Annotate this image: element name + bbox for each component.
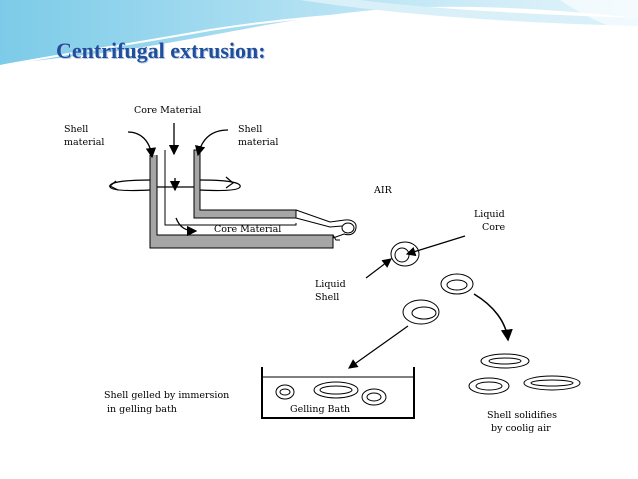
extrusion-nozzle xyxy=(149,149,357,249)
solidified-capsules xyxy=(468,353,581,395)
label-liquid-shell-1: Liquid xyxy=(315,279,346,290)
label-shell-material-left-1: Shell xyxy=(64,124,89,135)
label-air: AIR xyxy=(374,185,392,196)
slide-title: Centrifugal extrusion: xyxy=(56,38,266,63)
label-shell-gelled-1: Shell gelled by immersion xyxy=(104,390,230,401)
label-gelling-bath: Gelling Bath xyxy=(290,404,351,415)
label-liquid-shell-2: Shell xyxy=(315,292,340,303)
label-shell-gelled-2: in gelling bath xyxy=(107,404,177,415)
label-shell-solidifies-1: Shell solidifies xyxy=(487,410,557,421)
label-shell-material-right-2: material xyxy=(238,137,279,148)
label-core-material-tube: Core Material xyxy=(214,224,282,235)
to-bath-arrow xyxy=(348,325,409,369)
label-shell-material-left-2: material xyxy=(64,137,105,148)
label-liquid-core-2: Core xyxy=(482,222,506,233)
diagram-panel xyxy=(44,89,605,441)
liquid-droplet xyxy=(390,241,420,267)
label-shell-material-right-1: Shell xyxy=(238,124,263,135)
label-core-material-top: Core Material xyxy=(134,105,202,116)
feed-arrows xyxy=(127,123,229,237)
rotation-arrows xyxy=(108,176,241,192)
capsules-in-air xyxy=(402,273,474,325)
gelling-bath xyxy=(261,367,415,419)
header-wave-decoration xyxy=(0,0,638,67)
to-cooling-arrow xyxy=(473,293,513,342)
liquid-core-pointer xyxy=(405,235,466,257)
liquid-shell-pointer xyxy=(365,258,392,279)
label-shell-solidifies-2: by coolig air xyxy=(491,423,551,434)
label-liquid-core-1: Liquid xyxy=(474,209,505,220)
